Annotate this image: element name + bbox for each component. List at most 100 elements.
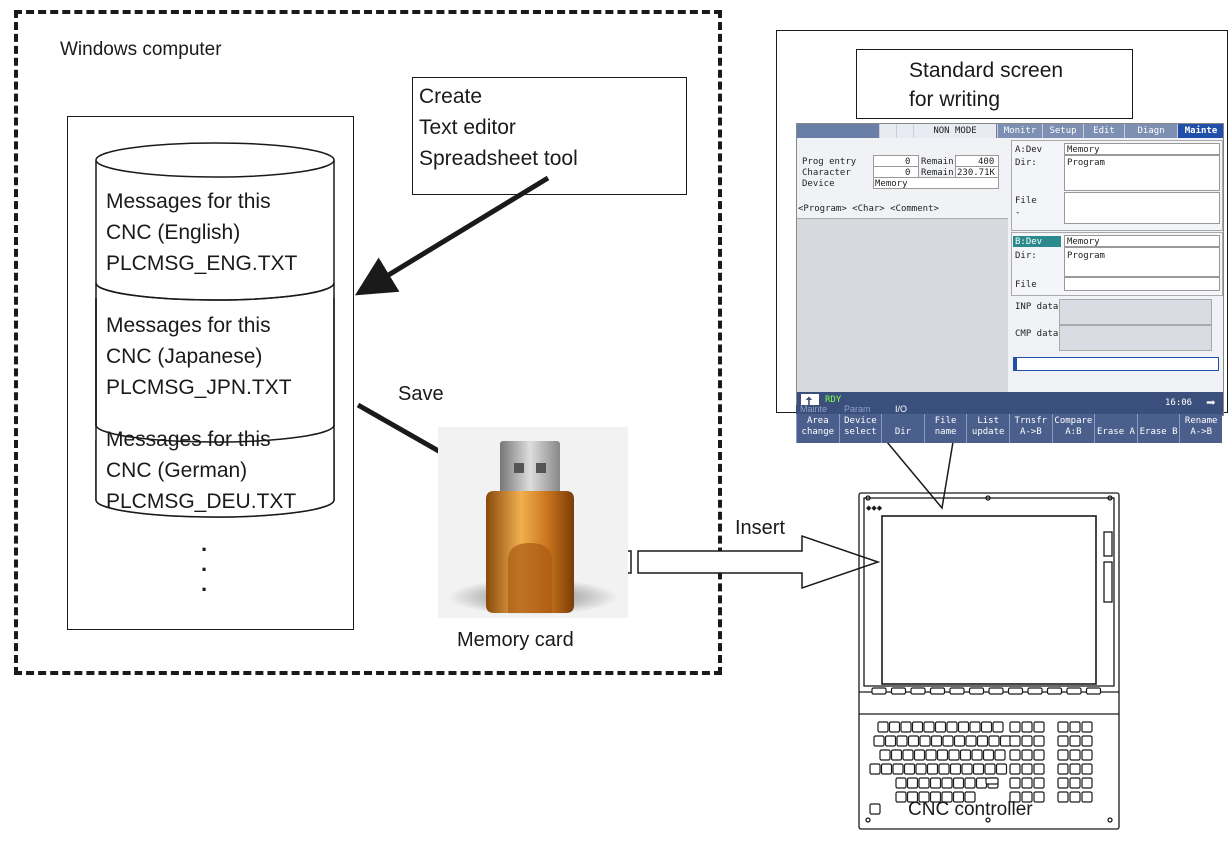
keypad-key xyxy=(1081,735,1093,747)
keypad-key xyxy=(1021,791,1033,803)
more-files-ellipsis: ··· xyxy=(201,537,209,602)
message-files-panel xyxy=(67,116,354,630)
windows-computer-label: Windows computer xyxy=(60,39,222,60)
tab-setup[interactable]: Setup xyxy=(1042,124,1083,138)
keypad-key xyxy=(892,763,904,775)
keypad-key xyxy=(1057,721,1069,733)
keypad-key xyxy=(934,721,947,733)
insert-arrow xyxy=(637,534,881,590)
keypad-key xyxy=(1033,763,1045,775)
keypad-key xyxy=(965,735,977,747)
keypad-key xyxy=(1057,777,1069,789)
cnc-standard-screen: NON MODE Monitr Setup Edit Diagn Mainte … xyxy=(796,123,1224,416)
standard-screen-title: Standard screen for writing xyxy=(856,49,1133,119)
keypad-key xyxy=(949,687,965,695)
tab-edit[interactable]: Edit xyxy=(1083,124,1124,138)
keypad-key xyxy=(971,749,983,761)
keypad-key xyxy=(938,763,950,775)
keypad-key xyxy=(895,777,907,789)
keypad-key xyxy=(995,763,1008,775)
keypad-key xyxy=(1009,763,1021,775)
keypad-key xyxy=(988,735,1000,747)
keypad-key xyxy=(946,721,958,733)
keypad-key xyxy=(884,735,897,747)
keypad-key xyxy=(942,735,954,747)
usb-stick-icon xyxy=(448,441,618,615)
keypad-key xyxy=(961,763,973,775)
keypad-key xyxy=(976,735,989,747)
keypad-key xyxy=(1081,721,1093,733)
keypad-key xyxy=(1021,749,1033,761)
keypad-key xyxy=(1069,791,1081,803)
keypad-key xyxy=(1033,749,1045,761)
insert-label: Insert xyxy=(735,517,786,539)
keypad-key xyxy=(913,749,926,761)
keypad-key xyxy=(1021,763,1033,775)
keypad-key xyxy=(1021,721,1033,733)
keypad-key xyxy=(906,791,919,803)
keypad-key xyxy=(877,721,889,733)
keypad-key xyxy=(1057,735,1069,747)
tab-mainte[interactable]: Mainte xyxy=(1177,124,1223,138)
keypad-key xyxy=(1081,749,1093,761)
keypad-key xyxy=(1057,791,1069,803)
keypad-key xyxy=(926,763,939,775)
progress-bar xyxy=(1013,357,1219,371)
keypad-key xyxy=(896,735,908,747)
keypad-key xyxy=(918,791,930,803)
keypad-key xyxy=(1027,687,1043,695)
keypad-key xyxy=(911,721,924,733)
keypad-key xyxy=(1033,791,1045,803)
keypad-key xyxy=(1021,777,1033,789)
keypad-key xyxy=(1069,735,1081,747)
softkey[interactable]: Erase A xyxy=(1094,414,1137,443)
keypad-key xyxy=(1069,749,1081,761)
keypad-key xyxy=(972,763,985,775)
softkey[interactable]: Erase B xyxy=(1136,414,1180,443)
keypad-key xyxy=(1009,791,1021,803)
tab-monitr[interactable]: Monitr xyxy=(997,124,1042,138)
keypad-key xyxy=(992,721,1004,733)
windows-computer-frame xyxy=(14,10,722,675)
keypad-key xyxy=(1009,777,1021,789)
memory-card-image xyxy=(438,427,628,618)
keypad-key xyxy=(915,763,927,775)
keypad-key xyxy=(1085,687,1102,695)
tab-diagn[interactable]: Diagn xyxy=(1124,124,1177,138)
keypad-key xyxy=(919,735,931,747)
keypad-key xyxy=(984,763,996,775)
keypad-key xyxy=(948,749,960,761)
keypad-key xyxy=(941,791,953,803)
keypad-key xyxy=(895,791,907,803)
keypad-key xyxy=(1069,721,1081,733)
keypad-key xyxy=(869,803,881,815)
keypad-key xyxy=(907,735,920,747)
keypad-key xyxy=(988,687,1004,695)
softkey[interactable]: Dir xyxy=(881,414,924,443)
keypad-key xyxy=(1033,777,1045,789)
keypad-key xyxy=(1009,735,1021,747)
message-files-stack xyxy=(95,142,335,518)
keypad-key xyxy=(869,763,881,775)
keypad-key xyxy=(985,777,999,785)
program-list[interactable] xyxy=(797,218,1008,393)
keypad-key xyxy=(925,749,937,761)
keypad-key xyxy=(941,777,953,789)
keypad-key xyxy=(1081,777,1093,789)
keypad-key xyxy=(880,763,893,775)
create-tools-box: Create Text editor Spreadsheet tool xyxy=(412,77,687,195)
keypad-key xyxy=(902,749,914,761)
keypad-key xyxy=(975,777,988,789)
right-arrow-icon[interactable]: ➡ xyxy=(1206,393,1216,412)
keypad-key xyxy=(959,749,972,761)
keypad-key xyxy=(923,721,935,733)
